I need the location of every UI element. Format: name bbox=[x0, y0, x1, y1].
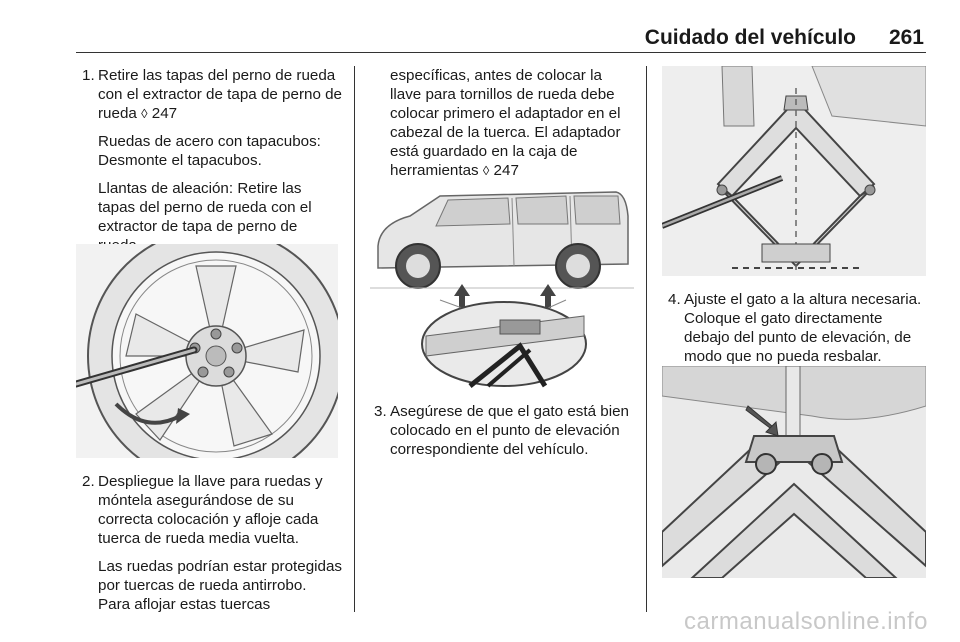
page-header: Cuidado del vehículo 261 bbox=[76, 22, 926, 53]
step-1-number: 1. bbox=[82, 67, 95, 84]
step-1: 1. Retire las tapas del perno de rueda c… bbox=[76, 66, 342, 123]
step-3: 3. Asegúrese de que el gato está bien co… bbox=[368, 402, 636, 459]
column-1: 1. Retire las tapas del perno de rueda c… bbox=[76, 66, 342, 264]
column-2-lower: 3. Asegúrese de que el gato está bien co… bbox=[368, 402, 636, 468]
scissor-jack-illustration bbox=[662, 66, 926, 276]
step-4: 4. Ajuste el gato a la altura necesaria.… bbox=[662, 290, 928, 366]
section-title: Cuidado del vehículo bbox=[644, 26, 856, 49]
watermark: carmanualsonline.info bbox=[684, 608, 928, 635]
column-divider-2 bbox=[646, 66, 647, 612]
step-2: 2. Despliegue la llave para ruedas y món… bbox=[76, 472, 342, 548]
cross-reference-icon: ◊ bbox=[482, 163, 490, 178]
step-3-text: Asegúrese de que el gato está bien coloc… bbox=[390, 403, 629, 458]
cross-reference-icon: ◊ bbox=[141, 106, 148, 121]
jack-head-closeup-illustration bbox=[662, 366, 926, 578]
steel-wheels-paragraph: Ruedas de acero con tapacubos: Desmonte … bbox=[98, 133, 321, 169]
column-3-text: 4. Ajuste el gato a la altura necesaria.… bbox=[662, 290, 928, 375]
vehicle-jack-points-illustration bbox=[370, 186, 634, 388]
column-1-lower: 2. Despliegue la llave para ruedas y món… bbox=[76, 472, 342, 623]
step-1-page-ref[interactable]: 247 bbox=[151, 105, 178, 122]
step-1-text: Retire las tapas del perno de rueda con … bbox=[98, 67, 343, 122]
step-2-text: Despliegue la llave para ruedas y móntel… bbox=[98, 473, 323, 547]
column-2: específicas, antes de colocar la llave p… bbox=[368, 66, 636, 189]
antitheft-nuts-paragraph: Las ruedas podrían estar protegidas por … bbox=[98, 558, 343, 613]
step-3-number: 3. bbox=[374, 403, 387, 420]
wheel-extractor-illustration bbox=[76, 244, 338, 458]
column-divider-1 bbox=[354, 66, 355, 612]
page-number: 261 bbox=[888, 26, 924, 49]
step-4-number: 4. bbox=[668, 291, 681, 308]
adapter-paragraph: específicas, antes de colocar la llave p… bbox=[368, 66, 636, 180]
adapter-text: específicas, antes de colocar la llave p… bbox=[390, 67, 621, 179]
step-4-text: Ajuste el gato a la altura necesaria. Co… bbox=[684, 291, 922, 365]
step-2-number: 2. bbox=[82, 473, 95, 490]
adapter-page-ref[interactable]: 247 bbox=[493, 162, 519, 179]
